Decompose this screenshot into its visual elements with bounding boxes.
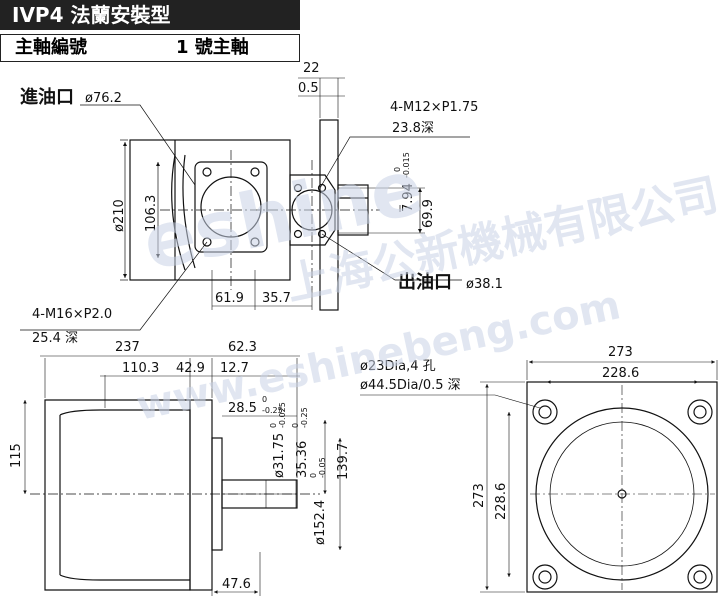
dim-106-3: 106.3	[144, 195, 159, 232]
dim-61-9: 61.9	[215, 291, 244, 306]
tol-7-94-dn: -0.015	[402, 152, 411, 178]
thread-outlet: 4-M12×P1.75	[390, 100, 478, 115]
dim-228-6-vertical: 228.6	[494, 483, 509, 520]
side-view	[23, 355, 342, 596]
thread-inlet: 4-M16×P2.0	[32, 307, 112, 322]
shaft-number-row: 主軸編號 1 號主軸	[0, 34, 300, 62]
shaft-label: 主軸編號	[15, 37, 87, 58]
dim-35-36: 35.36	[295, 441, 310, 478]
outlet-size: ø38.1	[466, 277, 503, 292]
dim-47-6: 47.6	[222, 577, 251, 592]
dim-31-75: ø31.75	[272, 433, 287, 478]
dim-42-9: 42.9	[176, 361, 205, 376]
tol-28-5-up: 0	[262, 395, 267, 404]
dim-7-94: 7.94	[401, 183, 416, 212]
inlet-flange	[194, 161, 268, 253]
tol-152-4-dn: -0.05	[318, 457, 327, 478]
tol-31-75-dn: -0.025	[278, 402, 287, 428]
dim-237: 237	[115, 340, 140, 355]
hole-note-2: ø44.5Dia/0.5 深	[360, 378, 461, 393]
dim-273-vertical: 273	[472, 483, 487, 508]
outlet-label: 出油口	[398, 271, 452, 293]
tol-7-94-up: 0	[393, 167, 402, 172]
dim-69-9: 69.9	[421, 199, 436, 228]
thread-inlet-depth: 25.4 深	[32, 331, 78, 346]
dim-28-5: 28.5	[228, 401, 257, 416]
tol-35-36-up: 0	[291, 423, 300, 428]
page-title: IVP4 法蘭安裝型	[0, 0, 300, 30]
dim-12-7: 12.7	[220, 361, 249, 376]
dim-62-3: 62.3	[228, 340, 257, 355]
top-view	[20, 77, 470, 331]
dim-139-7: 139.7	[336, 443, 351, 480]
side-flange	[189, 399, 213, 591]
dim-228-6-horizontal: 228.6	[602, 366, 639, 381]
thread-outlet-depth: 23.8深	[392, 121, 434, 136]
dim-0-5: 0.5	[298, 81, 319, 96]
inlet-label: 進油口	[20, 86, 74, 108]
tol-35-36-dn: -0.25	[300, 407, 309, 428]
dim-22: 22	[303, 61, 320, 76]
dim-273-horizontal: 273	[608, 345, 633, 360]
hole-note-1: ø23Dia,4 孔	[360, 359, 436, 374]
dim-115: 115	[9, 443, 24, 468]
dim-152-4: ø152.4	[313, 500, 328, 545]
shaft-value: 1 號主軸	[176, 37, 249, 58]
tol-28-5-dn: -0.25	[262, 406, 283, 415]
outlet-flange	[289, 174, 336, 246]
dim-35-7: 35.7	[262, 291, 291, 306]
dim-210: ø210	[112, 199, 127, 232]
dim-110-3: 110.3	[122, 361, 159, 376]
front-view	[360, 360, 718, 593]
inlet-size: ø76.2	[85, 91, 122, 106]
tol-31-75-up: 0	[269, 423, 278, 428]
side-body-outline	[44, 399, 191, 591]
tol-152-4-up: 0	[309, 473, 318, 478]
